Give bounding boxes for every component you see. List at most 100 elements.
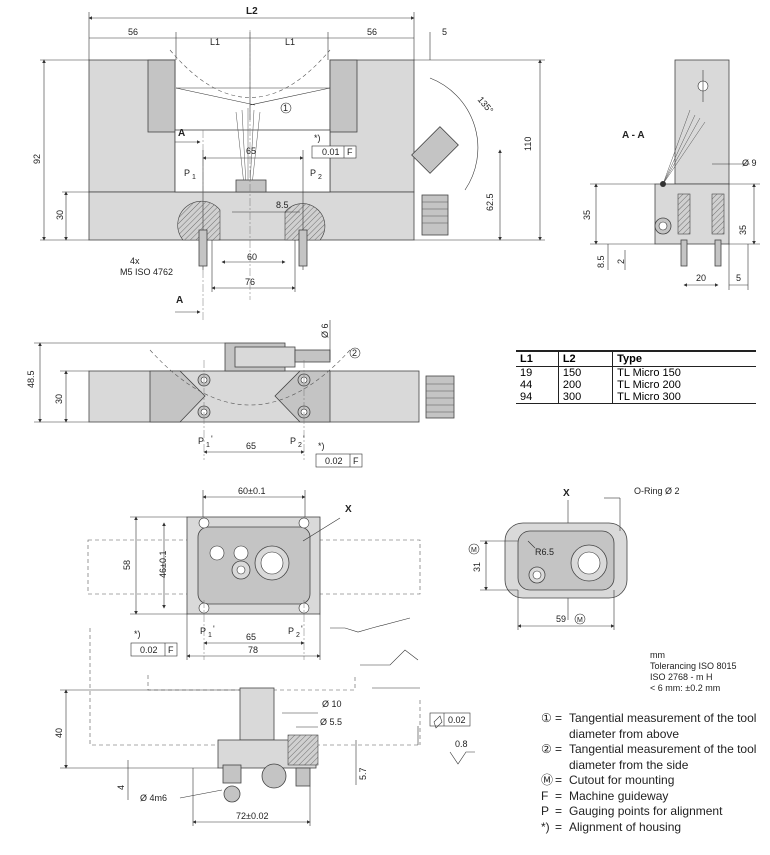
section-hatch-right [284,203,326,241]
p2-mount: P [288,626,294,636]
p2-side: P [290,436,296,446]
tol-line-3: < 6 mm: ±0.2 mm [650,683,721,693]
f-top: F [347,147,353,157]
header-l2: L2 [557,351,613,367]
p1-label: P [184,168,190,178]
dim-60-mount: 60±0.1 [238,486,265,496]
x-label-mount: X [345,504,352,515]
dim-dia-9: Ø 9 [742,158,757,168]
dim-l2: L2 [246,6,258,17]
svg-text:1: 1 [208,632,212,639]
dim-20: 20 [696,273,706,283]
section-title: A - A [622,130,645,141]
svg-text:': ' [213,624,215,634]
dim-78: 78 [248,645,258,655]
dim-60-top: 60 [247,252,257,262]
table-header-row: L1 L2 Type [516,351,756,367]
legend-item: P= Gauging points for alignment [541,804,769,820]
legend-symbol: ① [541,711,552,725]
tol-top: 0.01 [322,147,340,157]
dim-65-top: 65 [246,146,256,156]
flatness: 0.02 [448,715,466,725]
dim-48-5: 48.5 [26,370,36,388]
dim-46: 46±0.1 [158,551,168,578]
dim-8-5-top: 8.5 [276,200,289,210]
legend-symbol: Ⓜ [541,773,554,787]
tol-side: 0.02 [325,456,343,466]
dim-4: 4 [116,785,126,790]
legend-item: F= Machine guideway [541,789,769,805]
tol-unit: mm [650,650,665,660]
table-row: 44 200 TL Micro 200 [516,379,756,391]
p1-side: P [198,436,204,446]
legend-item: Ⓜ= Cutout for mounting [541,773,769,789]
legend-item: ②= Tangential measurement of the tool di… [541,742,769,773]
marker-1: 1 [283,103,288,113]
legend-symbol: F [541,788,549,803]
cell-l2: 200 [557,379,613,391]
table-row: 19 150 TL Micro 150 [516,366,756,379]
header-l1: L1 [516,351,559,367]
screws-spec: M5 ISO 4762 [120,267,173,277]
cell-type: TL Micro 300 [612,391,756,404]
left-arm-face [147,59,176,133]
legend-text: Machine guideway [569,788,669,803]
dim-35-left: 35 [582,210,592,220]
right-arm-face [329,59,358,133]
star-mount: *) [134,629,141,639]
cell-type: TL Micro 200 [612,379,756,391]
dim-58: 58 [122,560,132,570]
dim-l1-left: L1 [210,37,220,47]
dim-dia-5-5: Ø 5.5 [320,717,342,727]
dim-30-side: 30 [54,394,64,404]
legend-text: Alignment of housing [569,819,682,834]
star-side: *) [318,441,325,451]
svg-text:2: 2 [318,174,322,181]
detail-31: 31 [472,562,482,572]
svg-text:2: 2 [298,442,302,449]
section-a-a: A - A Ø 9 35 35 8.5 2 20 5 [582,59,760,290]
legend-symbol: *) [541,819,550,834]
legend-text: Gauging points for alignment [569,804,723,818]
type-table: L1 L2 Type 19 150 TL Micro 150 44 200 TL… [516,350,756,404]
table-row: 94 300 TL Micro 300 [516,391,756,404]
marker-2: 2 [352,348,357,358]
tol-mount: 0.02 [140,645,158,655]
screws-count: 4x [130,256,140,266]
dim-dia-10: Ø 10 [322,699,342,709]
legend-text: Cutout for mounting [569,773,675,787]
detail-x-view: X R6.5 O-Ring Ø 2 31 M 59 M [468,486,680,630]
tol-line-2: ISO 2768 - m H [650,672,713,682]
dim-35-right: 35 [738,225,748,235]
dim-8-5-section: 8.5 [596,255,606,268]
p2-label: P [310,168,316,178]
mount-top-view: 60±0.1 X 58 46±0.1 P 1 ' P 2 ' 65 78 *) … [87,486,421,660]
section-a-top: A [178,128,185,139]
legend-symbol: ② [541,742,552,756]
top-view: L2 56 L1 L1 56 5 1 [32,6,545,320]
svg-text:': ' [303,434,305,444]
dim-92: 92 [32,154,42,164]
detail-oring: O-Ring Ø 2 [634,486,680,496]
dim-65-mount: 65 [246,632,256,642]
side-view: 48.5 30 Ø 6 2 P 1 ' P 2 ' 65 *) 0.02 F [26,320,455,468]
star-note-top: *) [314,133,321,143]
dim-56-right: 56 [367,27,377,37]
detail-59: 59 [556,614,566,624]
dim-40: 40 [54,728,64,738]
dim-56-left: 56 [128,27,138,37]
cell-l1: 94 [516,391,559,404]
svg-text:': ' [301,624,303,634]
dim-72: 72±0.02 [236,811,268,821]
roughness: 0.8 [455,739,468,749]
legend-item: *)= Alignment of housing [541,820,769,836]
mount-side-view: Ø 10 Ø 5.5 0.02 0.8 40 4 5.7 Ø 4m6 72±0.… [54,617,475,826]
p1-mount: P [200,626,206,636]
svg-text:1: 1 [192,174,196,181]
detail-m-bottom: M [577,617,583,624]
f-mount: F [168,645,174,655]
base-block [88,191,415,241]
dim-2: 2 [616,259,626,264]
